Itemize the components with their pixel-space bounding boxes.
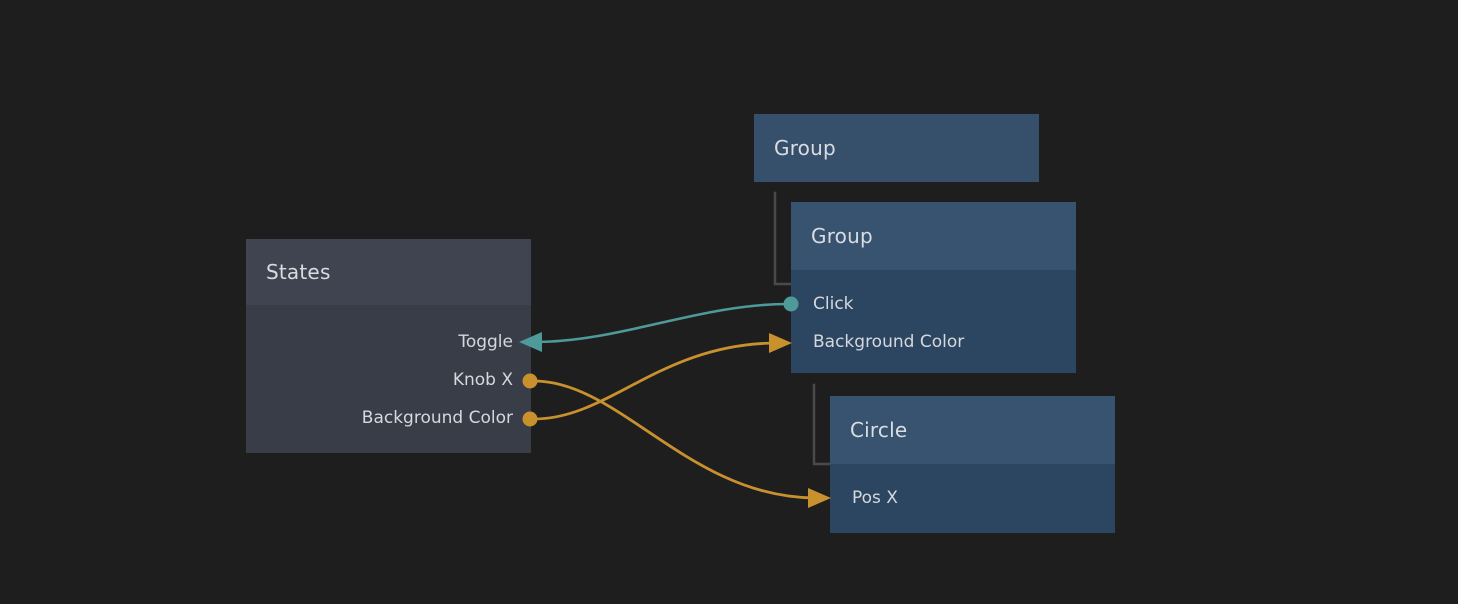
node-group-root-title: Group [774, 136, 836, 160]
port-label-click: Click [813, 293, 854, 314]
port-row-states-toggle[interactable] [513, 239, 531, 263]
link-background-color[interactable] [532, 341, 780, 421]
node-group-root[interactable]: Group [754, 114, 1039, 182]
port-row-states-background-color[interactable]: Background Color [228, 406, 531, 430]
port-row-circle-pos-x[interactable]: Pos X [830, 486, 1137, 510]
node-circle-title: Circle [850, 418, 908, 442]
node-group-child-header[interactable]: Group [791, 202, 1076, 270]
tree-link-root-to-group-child [773, 191, 793, 286]
link-arrow-pos-x [808, 488, 831, 508]
port-row-group-click[interactable]: Click [791, 292, 1098, 316]
port-label-states-background-color: Background Color [361, 407, 513, 428]
node-group-child[interactable]: Group Click Background Color [791, 202, 1076, 373]
link-arrow-group-background-color [769, 333, 792, 353]
port-label-group-background-color: Background Color [813, 331, 965, 352]
node-states-title: States [266, 260, 331, 284]
port-row-states-knob-x[interactable]: Knob X [228, 368, 531, 392]
node-circle-header[interactable]: Circle [830, 396, 1115, 464]
link-knob-x-to-pos-x[interactable] [532, 379, 818, 500]
node-group-root-header[interactable]: Group [754, 114, 1039, 182]
link-click-to-toggle[interactable] [532, 302, 790, 344]
node-group-child-title: Group [811, 224, 873, 248]
node-circle[interactable]: Circle Pos X [830, 396, 1115, 533]
port-label-toggle: Toggle [458, 331, 513, 352]
port-label-knob-x: Knob X [452, 369, 513, 390]
port-row-states-toggle[interactable]: Toggle [228, 330, 531, 354]
port-row-group-background-color[interactable]: Background Color [791, 330, 1098, 354]
tree-link-group-child-to-circle [812, 383, 832, 466]
port-label-pos-x: Pos X [852, 487, 898, 508]
node-states-header[interactable]: States [246, 239, 531, 305]
node-states[interactable]: States Toggle Knob X Background Color [246, 239, 531, 453]
